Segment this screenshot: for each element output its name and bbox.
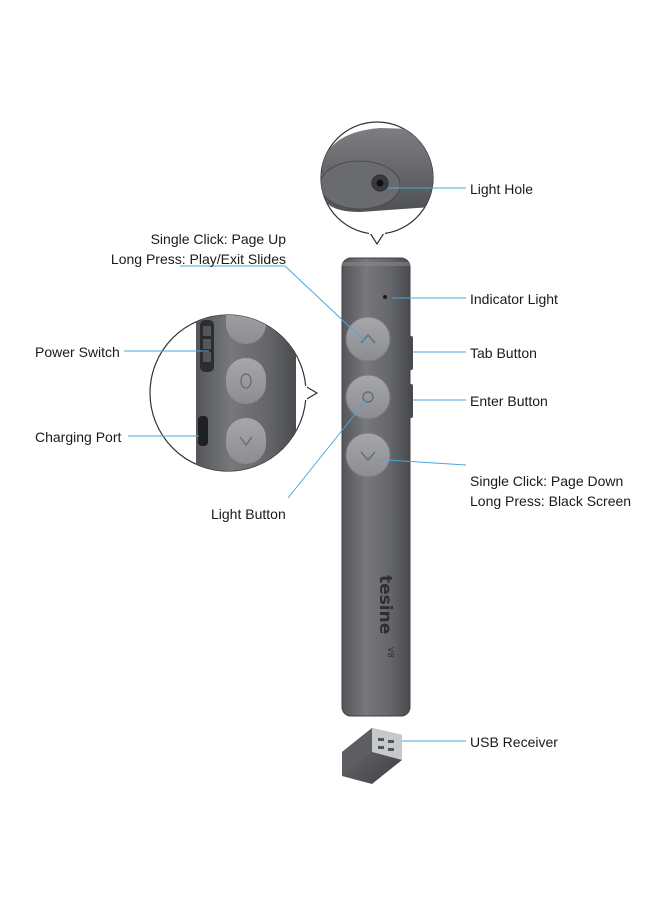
page-down-line1: Single Click: Page Down [470,473,624,489]
light-button[interactable] [345,374,391,420]
tab-side-button[interactable] [408,336,413,370]
label-light-hole: Light Hole [470,181,534,197]
label-indicator-light: Indicator Light [470,291,558,307]
leader-light-button [287,397,369,499]
circle-icon [362,391,374,403]
side-zoom-bubble [149,314,319,472]
enter-side-button[interactable] [408,384,413,418]
label-page-up: Single Click: Page Up Long Press: Play/E… [111,230,286,268]
light-hole-zoom-bubble [320,121,434,246]
page-down-line2: Long Press: Black Screen [470,493,632,509]
page-up-line2: Long Press: Play/Exit Slides [110,251,286,267]
label-light-button: Light Button [211,506,286,522]
brand-logo-text: tesine [375,575,395,634]
presenter-body: tesine V8 [341,257,413,717]
label-charging-port: Charging Port [35,429,122,445]
brand-logo: tesine V8 [375,575,395,658]
indicator-light-dot [383,295,387,299]
leader-lines [124,187,467,742]
leader-page-down [370,458,467,466]
model-text: V8 [386,647,395,658]
usb-receiver-device [342,728,402,784]
label-enter-button: Enter Button [470,393,548,409]
page-up-line1: Single Click: Page Up [150,231,286,247]
label-page-down: Single Click: Page Down Long Press: Blac… [470,472,631,510]
chevron-down-icon [360,451,376,462]
page-down-button[interactable] [345,432,391,478]
leader-page-up [180,265,371,347]
label-usb-receiver: USB Receiver [470,734,558,750]
page-up-button[interactable] [345,316,391,362]
label-power-switch: Power Switch [35,344,120,360]
label-tab-button: Tab Button [470,345,537,361]
